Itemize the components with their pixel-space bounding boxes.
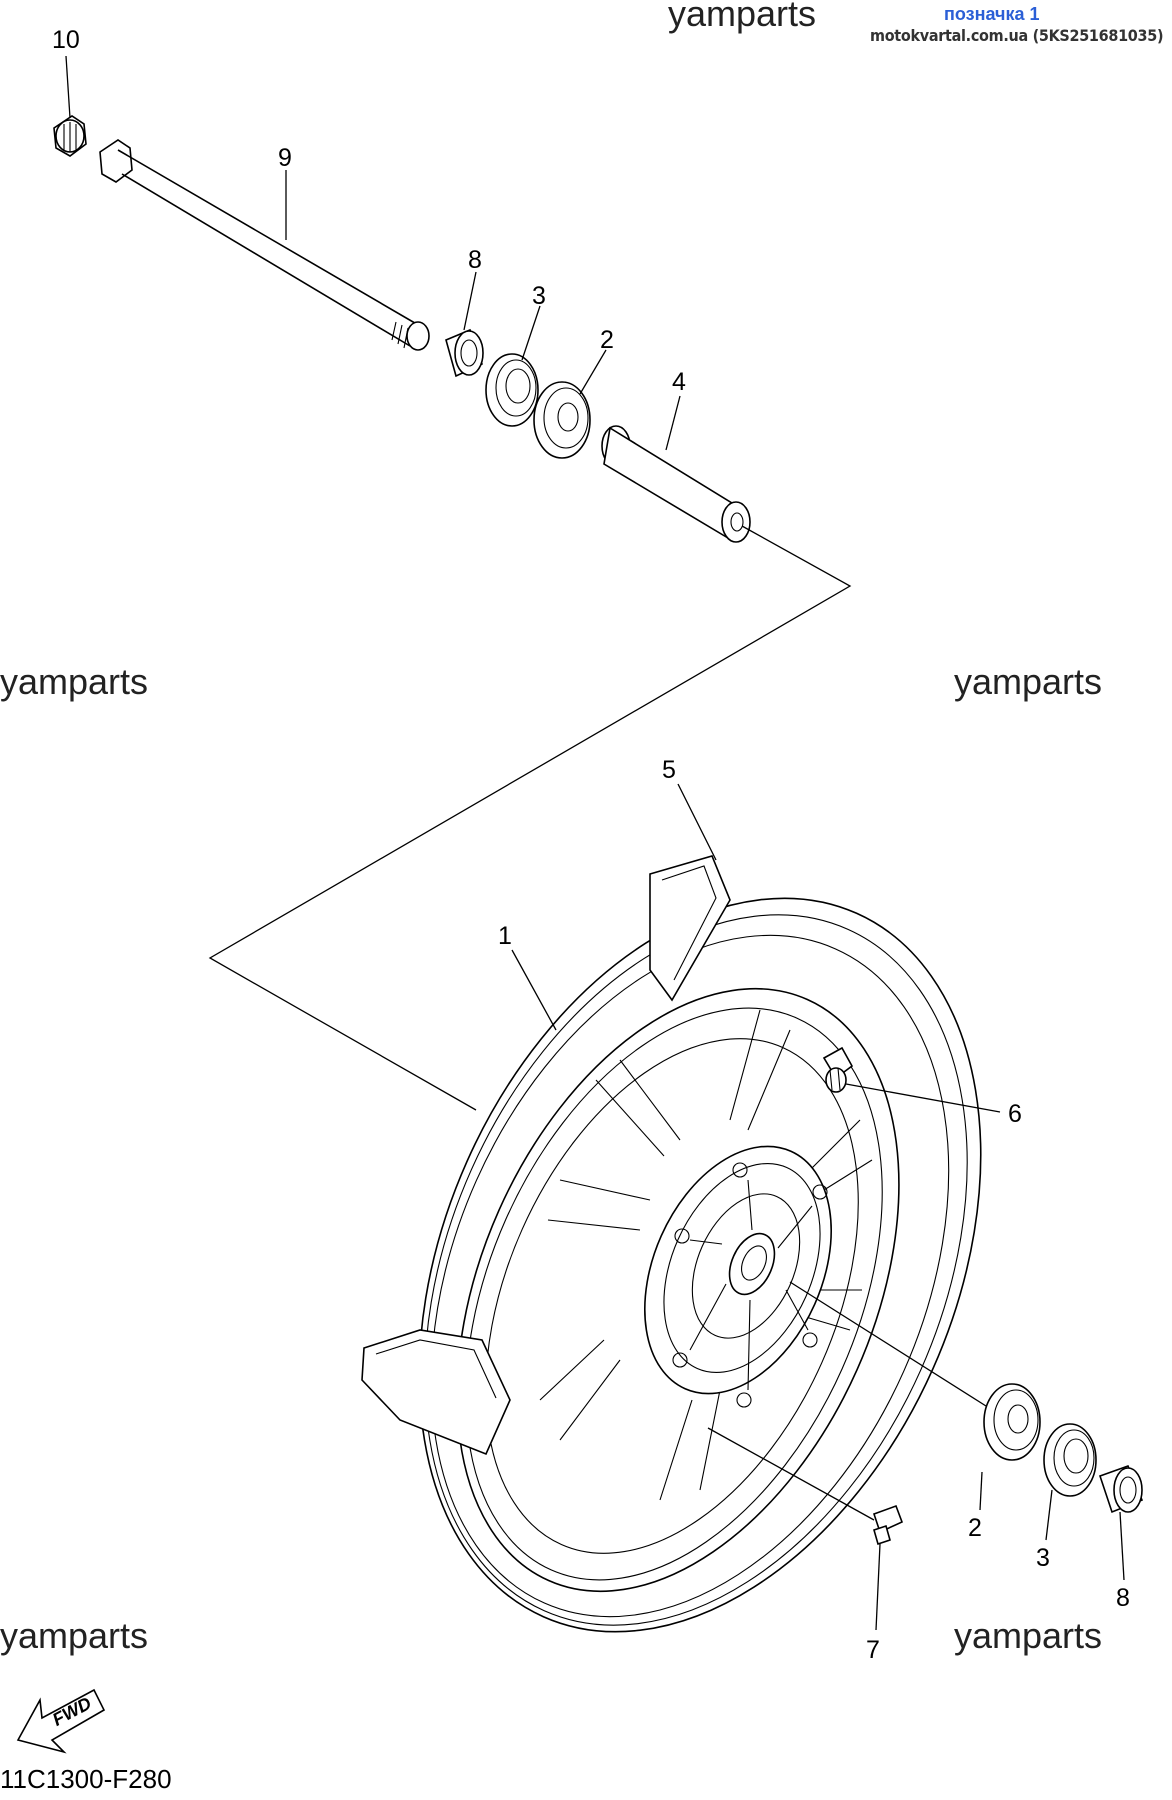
callout-8-bottom: 8 (1116, 1584, 1130, 1612)
collar-top (445, 328, 484, 378)
leader-line (789, 1281, 987, 1407)
callout-2-top: 2 (600, 326, 614, 354)
leader-line (511, 949, 557, 1031)
watermark: yamparts (0, 661, 148, 702)
leader-line (463, 271, 477, 331)
callout-3-top: 3 (532, 282, 546, 310)
leader-line (875, 1543, 881, 1631)
callout-9: 9 (278, 144, 292, 172)
valve-clip (872, 1504, 904, 1546)
leader-line (707, 1427, 875, 1521)
callout-3-bottom: 3 (1036, 1544, 1050, 1572)
diagram-code: 11C1300-F280 (0, 1764, 172, 1794)
watermark: yamparts (954, 661, 1102, 702)
bearing-bottom (983, 1383, 1041, 1461)
watermark: yamparts (954, 1615, 1102, 1656)
leader-line (677, 783, 717, 861)
bearing-top (533, 381, 591, 459)
callout-10: 10 (52, 26, 80, 54)
assembly-guide-line (208, 525, 852, 1111)
oil-seal-bottom (1043, 1423, 1097, 1497)
leader-line (1119, 1511, 1125, 1581)
axle-nut (53, 115, 87, 157)
oil-seal-top (485, 353, 539, 427)
leader-line (579, 349, 607, 395)
watermark: yamparts (0, 1615, 148, 1656)
wheel-cover (361, 855, 731, 1456)
leader-line (65, 55, 71, 119)
leader-line (1045, 1489, 1053, 1541)
watermark: yamparts (668, 0, 816, 34)
collar-bottom (1098, 1464, 1144, 1514)
callout-5: 5 (662, 756, 676, 784)
leader-line (845, 1083, 1001, 1113)
leader-line (979, 1471, 983, 1511)
axle (99, 139, 430, 351)
callout-1: 1 (498, 922, 512, 950)
callout-8-top: 8 (468, 246, 482, 274)
spacer-tube (601, 425, 751, 543)
reference-label: позначка 1 (944, 4, 1040, 24)
callout-7: 7 (866, 1636, 880, 1664)
callout-4: 4 (672, 368, 686, 396)
source-line: motokvartal.com.ua (5KS251681035) (870, 26, 1164, 45)
leader-line (521, 305, 541, 361)
callout-6: 6 (1008, 1100, 1022, 1128)
fwd-arrow-icon: FWD (16, 1688, 106, 1754)
callout-2-bottom: 2 (968, 1514, 982, 1542)
air-valve (822, 1046, 854, 1093)
leader-line (665, 395, 681, 451)
